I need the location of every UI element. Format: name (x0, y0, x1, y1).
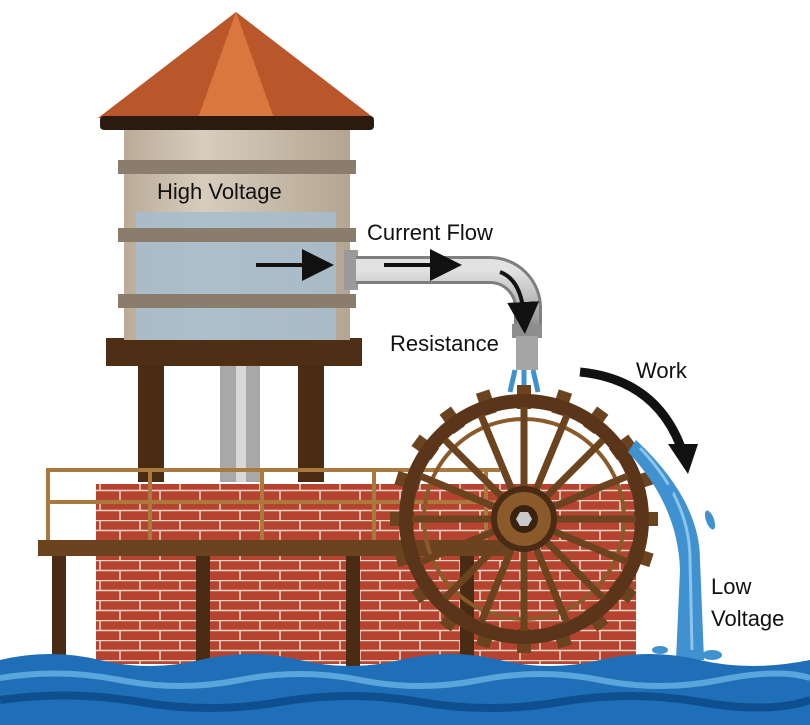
wheel-spoke (419, 527, 498, 566)
label-resistance: Resistance (390, 331, 499, 356)
wheel-spoke (542, 537, 606, 601)
water-tank (118, 128, 356, 340)
wheel-spoke (419, 472, 498, 511)
wheel-spoke (532, 414, 571, 493)
wheel-spoke (442, 437, 506, 501)
water-wheel (390, 385, 658, 653)
label-low-voltage-line1: Low (711, 574, 751, 599)
hub-nut-icon (516, 512, 532, 526)
flow-arrows (256, 249, 540, 334)
wheel-spoke (542, 437, 606, 501)
falling-stream (628, 440, 704, 660)
arrow-bend-icon (499, 270, 540, 334)
tower-legs (138, 362, 324, 482)
work-arrow-icon (579, 367, 689, 458)
tank-roof (98, 12, 374, 130)
label-low-voltage-line2: Voltage (711, 606, 784, 631)
wheel-spoke (532, 545, 571, 624)
label-work: Work (636, 358, 688, 383)
tower-platform (106, 338, 362, 366)
wheel-spoke (477, 545, 516, 624)
wheel-spoke (550, 472, 629, 511)
wheel-spoke (442, 537, 506, 601)
wheel-spoke (550, 527, 629, 566)
deck (38, 468, 508, 668)
river (0, 654, 810, 725)
label-high-voltage: High Voltage (157, 179, 282, 204)
label-current-flow: Current Flow (367, 220, 493, 245)
wheel-spoke (477, 414, 516, 493)
splash-drops (652, 483, 722, 660)
